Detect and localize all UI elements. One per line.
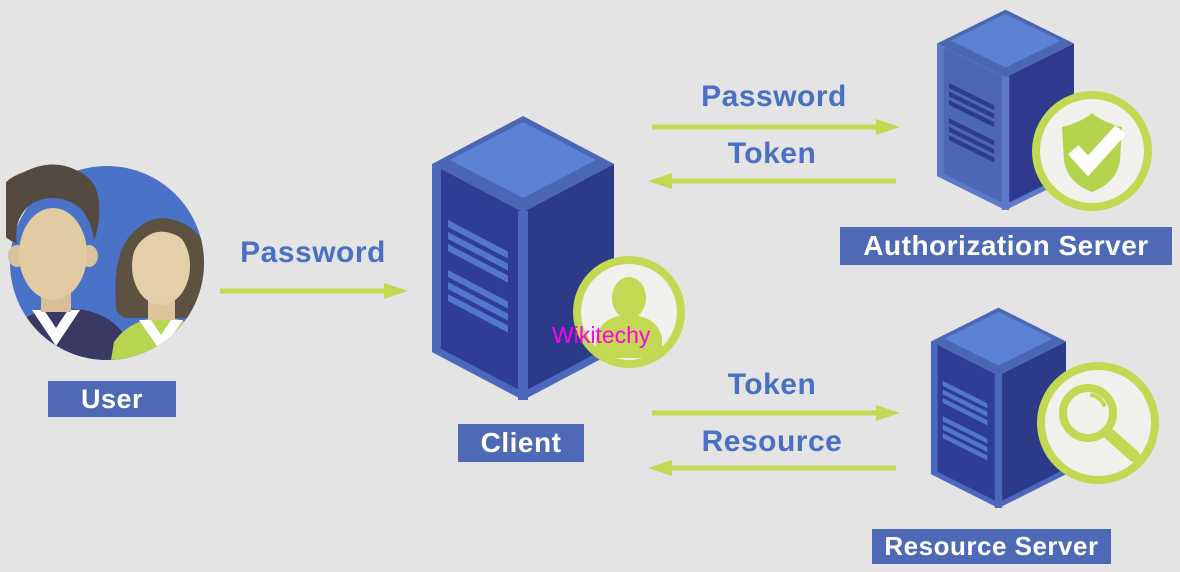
flow-client-to-auth-label: Password	[701, 80, 847, 113]
server-vent-stripes	[942, 381, 988, 461]
arrow-user-to-client	[220, 283, 408, 299]
flow-auth-to-client-label: Token	[727, 137, 817, 170]
arrow-auth-to-client	[648, 173, 896, 189]
watermark-text: Wikitechy	[552, 322, 651, 348]
resource-server-tower-icon	[930, 307, 1067, 508]
flow-resource-to-client-label: Resource	[701, 425, 843, 458]
flow-client-to-resource-label: Token	[727, 368, 817, 401]
arrow-resource-to-client	[648, 460, 896, 476]
server-vent-stripes	[949, 83, 995, 163]
magnifier-icon	[1037, 362, 1159, 484]
server-vent-stripes	[448, 220, 508, 333]
flow-user-to-client-label: Password	[240, 236, 386, 269]
arrow-client-to-resource	[652, 405, 900, 421]
client-label: Client	[458, 424, 584, 462]
shield-check-icon	[1032, 91, 1152, 211]
user-label: User	[48, 381, 176, 417]
two-users-avatar-icon	[6, 164, 204, 360]
person-icon	[573, 256, 685, 368]
resource-server-label: Resource Server	[872, 529, 1111, 564]
authorization-server-tower-icon	[937, 9, 1074, 210]
authorization-server-label: Authorization Server	[840, 227, 1172, 265]
arrow-client-to-auth	[652, 119, 900, 135]
